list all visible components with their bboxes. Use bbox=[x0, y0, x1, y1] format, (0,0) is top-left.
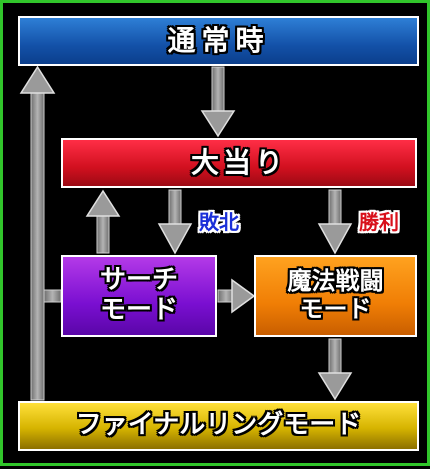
normal-state-box: 通常時 bbox=[18, 16, 419, 66]
lose-label: 敗北 bbox=[199, 210, 239, 234]
arrow-search-to-jackpot bbox=[85, 189, 121, 254]
jackpot-box: 大当り bbox=[61, 138, 417, 188]
arrows bbox=[19, 65, 353, 401]
magic-battle-mode-label: 魔法戦闘 モード bbox=[287, 267, 384, 323]
final-ring-mode-label: ファイナルリングモード bbox=[75, 410, 362, 441]
arrow-jackpot-to-battle bbox=[317, 189, 353, 255]
magic-battle-mode-box: 魔法戦闘 モード bbox=[254, 255, 417, 337]
arrow-final-to-normal bbox=[19, 65, 62, 401]
search-mode-label: サーチ モード bbox=[99, 265, 178, 325]
win-label: 勝利 bbox=[359, 210, 399, 234]
arrow-jackpot-to-search bbox=[157, 189, 193, 255]
arrow-search-to-battle bbox=[217, 278, 256, 314]
arrow-normal-to-jackpot bbox=[200, 66, 236, 138]
final-ring-mode-box: ファイナルリングモード bbox=[18, 401, 419, 451]
jackpot-label: 大当り bbox=[190, 145, 287, 179]
arrow-battle-to-final bbox=[317, 338, 353, 401]
search-mode-box: サーチ モード bbox=[61, 255, 217, 337]
normal-state-label: 通常時 bbox=[167, 23, 270, 57]
